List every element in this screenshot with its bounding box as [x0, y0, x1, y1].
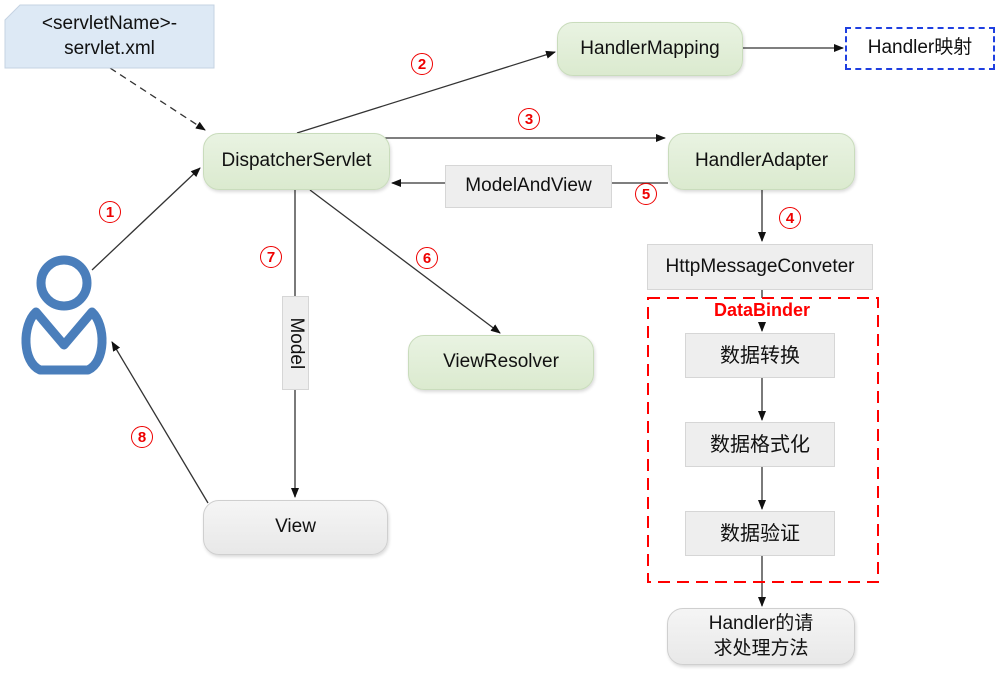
config-note-shape: [4, 4, 215, 69]
step-4-badge: 4: [779, 207, 801, 229]
view-resolver-node: ViewResolver: [408, 335, 594, 390]
data-binder-frame: [647, 297, 879, 583]
model-and-view-label: ModelAndView: [445, 165, 612, 208]
arrow-8: [111, 341, 209, 504]
dispatcher-servlet-node: DispatcherServlet: [203, 133, 390, 190]
handler-method-line2: 求处理方法: [713, 637, 809, 659]
handler-mapping-node: HandlerMapping: [557, 22, 743, 76]
step-7-badge: 7: [260, 246, 282, 268]
message-converter-node: HttpMessageConveter: [647, 244, 873, 290]
user-icon: [21, 255, 107, 375]
handler-method-node: Handler的请 求处理方法: [667, 608, 855, 665]
data-binder-label: DataBinder: [690, 300, 834, 322]
step-2-badge: 2: [411, 53, 433, 75]
step-8-badge: 8: [131, 426, 153, 448]
arrow-2: [296, 50, 556, 134]
handler-map-node: Handler映射: [845, 27, 995, 70]
step-6-badge: 6: [416, 247, 438, 269]
config-arrow: [109, 67, 206, 131]
handler-adapter-node: HandlerAdapter: [668, 133, 855, 190]
step-1-badge: 1: [99, 201, 121, 223]
model-label: Model: [285, 317, 307, 369]
model-label-box: Model: [282, 296, 309, 390]
config-note: <servletName>- servlet.xml: [5, 5, 214, 68]
data-conversion-node: 数据转换: [685, 333, 835, 378]
config-line2: servlet.xml: [64, 37, 155, 59]
arrow-6: [309, 189, 501, 334]
data-formatting-node: 数据格式化: [685, 422, 835, 467]
data-validation-node: 数据验证: [685, 511, 835, 556]
config-line1: <servletName>-: [41, 12, 178, 34]
view-node: View: [203, 500, 388, 555]
step-5-badge: 5: [635, 183, 657, 205]
step-3-badge: 3: [518, 108, 540, 130]
arrow-1: [91, 167, 201, 271]
handler-method-line1: Handler的请: [708, 612, 814, 634]
